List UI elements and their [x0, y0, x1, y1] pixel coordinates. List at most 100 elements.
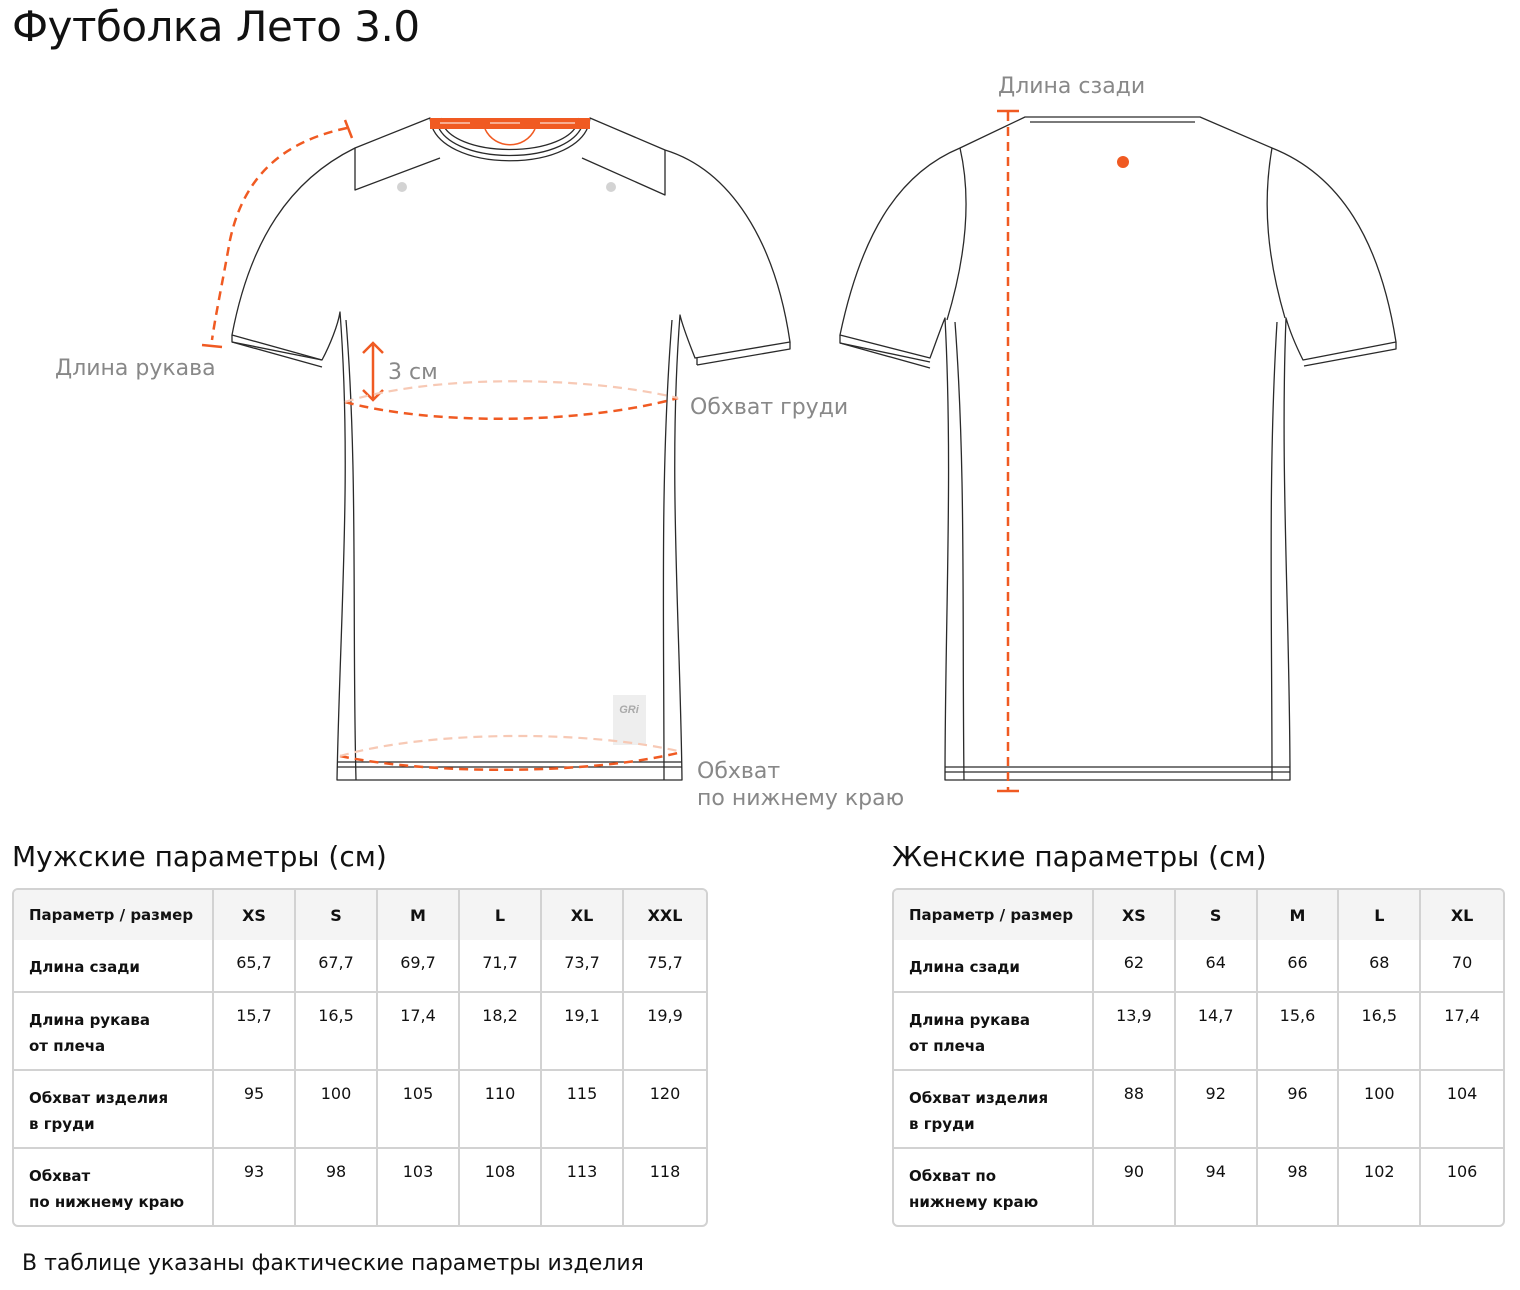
- cell-value: 95: [214, 1071, 296, 1149]
- size-header: M: [1257, 890, 1340, 940]
- table-header-row: Параметр / размер XS S M L XL XXL: [14, 890, 706, 940]
- size-header: XL: [542, 890, 624, 940]
- logo-tag-text: GRi: [619, 704, 640, 716]
- cell-value: 67,7: [296, 940, 378, 993]
- women-size-table: Параметр / размер XS S M L XL Длина сзад…: [892, 888, 1505, 1227]
- cell-value: 69,7: [378, 940, 460, 993]
- table-header-row: Параметр / размер XS S M L XL: [894, 890, 1503, 940]
- table-row: Длина сзади 62 64 66 68 70: [894, 940, 1503, 993]
- cell-value: 15,6: [1257, 993, 1340, 1071]
- cell-value: 15,7: [214, 993, 296, 1071]
- cell-value: 66: [1257, 940, 1340, 993]
- women-heading: Женские параметры (см): [892, 840, 1267, 873]
- cell-value: 102: [1339, 1149, 1422, 1225]
- men-heading: Мужские параметры (см): [12, 840, 387, 873]
- size-header: S: [1175, 890, 1258, 940]
- cell-value: 100: [296, 1071, 378, 1149]
- cell-value: 115: [542, 1071, 624, 1149]
- cell-value: 70: [1421, 940, 1503, 993]
- label-hem-girth-2: по нижнему краю: [697, 786, 905, 811]
- param-name: Длина сзади: [14, 940, 214, 993]
- dot-left: [397, 182, 407, 192]
- cell-value: 19,1: [542, 993, 624, 1071]
- table-row: Длина сзади 65,7 67,7 69,7 71,7 73,7 75,…: [14, 940, 706, 993]
- cell-value: 118: [649, 1162, 681, 1181]
- page-title: Футболка Лето 3.0: [12, 2, 420, 51]
- hem-front-line: [339, 750, 683, 772]
- cell-value: 96: [1257, 1071, 1340, 1149]
- label-offset: 3 см: [388, 360, 438, 385]
- cell-value: 73,7: [542, 940, 624, 993]
- cell-value: 103: [378, 1149, 460, 1225]
- cell-value: 94: [1176, 1149, 1258, 1225]
- label-chest-girth: Обхват груди: [690, 395, 849, 420]
- cell-value: 90: [1094, 1149, 1176, 1225]
- cell-value: 13,9: [1094, 993, 1176, 1071]
- cell-value: 17,4: [1421, 993, 1503, 1071]
- cell-value: 100: [1339, 1071, 1422, 1149]
- label-back-length: Длина сзади: [998, 74, 1146, 99]
- label-sleeve-length: Длина рукава: [55, 356, 216, 381]
- dot-right: [606, 182, 616, 192]
- cell-value: 62: [1094, 940, 1176, 993]
- cell-value: 16,5: [1339, 993, 1422, 1071]
- cell-value: 98: [296, 1149, 378, 1225]
- cell-value: 106: [1446, 1162, 1478, 1181]
- size-header: L: [1339, 890, 1422, 940]
- cell-value: 113: [542, 1149, 624, 1225]
- sleeve-measure-line: [210, 126, 348, 341]
- size-header: XS: [1094, 890, 1176, 940]
- garment-diagram: GRi: [201, 109, 1397, 793]
- cell-value: 64: [1175, 940, 1258, 993]
- param-name: Длина сзади: [894, 940, 1094, 993]
- logo-tag: [613, 695, 646, 745]
- cell-value: 104: [1421, 1071, 1503, 1149]
- cell-value: 110: [460, 1071, 542, 1149]
- cell-value: 71,7: [460, 940, 542, 993]
- size-header: L: [460, 890, 542, 940]
- hem-back-line: [339, 734, 683, 758]
- back-tshirt-outline: [839, 116, 1397, 781]
- cell-value: 75,7: [624, 940, 706, 993]
- cell-value: 88: [1094, 1071, 1176, 1149]
- cell-value: 17,4: [378, 993, 460, 1071]
- size-header: XL: [1421, 890, 1503, 940]
- cell-value: 120: [624, 1071, 706, 1149]
- cell-value: 18,2: [460, 993, 542, 1071]
- size-header: S: [296, 890, 378, 940]
- footnote: В таблице указаны фактические параметры …: [22, 1251, 644, 1276]
- size-header: M: [378, 890, 460, 940]
- cell-value: 98: [1258, 1149, 1340, 1225]
- size-header: XXL: [624, 890, 706, 940]
- chest-back-line: [344, 380, 679, 404]
- front-tshirt-outline: [231, 117, 791, 781]
- chest-front-line: [344, 396, 679, 421]
- men-size-table: Параметр / размер XS S M L XL XXL Длина …: [12, 888, 708, 1227]
- cell-value: 68: [1339, 940, 1422, 993]
- label-hem-girth-1: Обхват: [697, 759, 781, 784]
- param-header: Параметр / размер: [14, 890, 214, 940]
- cell-value: 105: [378, 1071, 460, 1149]
- cell-value: 92: [1175, 1071, 1258, 1149]
- cell-value: 93: [214, 1149, 296, 1225]
- back-orange-dot: [1117, 156, 1129, 168]
- cell-value: 19,9: [624, 993, 706, 1071]
- cell-value: 16,5: [296, 993, 378, 1071]
- param-header: Параметр / размер: [894, 890, 1094, 940]
- cell-value: 65,7: [214, 940, 296, 993]
- cell-value: 108: [460, 1149, 542, 1225]
- size-header: XS: [214, 890, 296, 940]
- cell-value: 14,7: [1175, 993, 1258, 1071]
